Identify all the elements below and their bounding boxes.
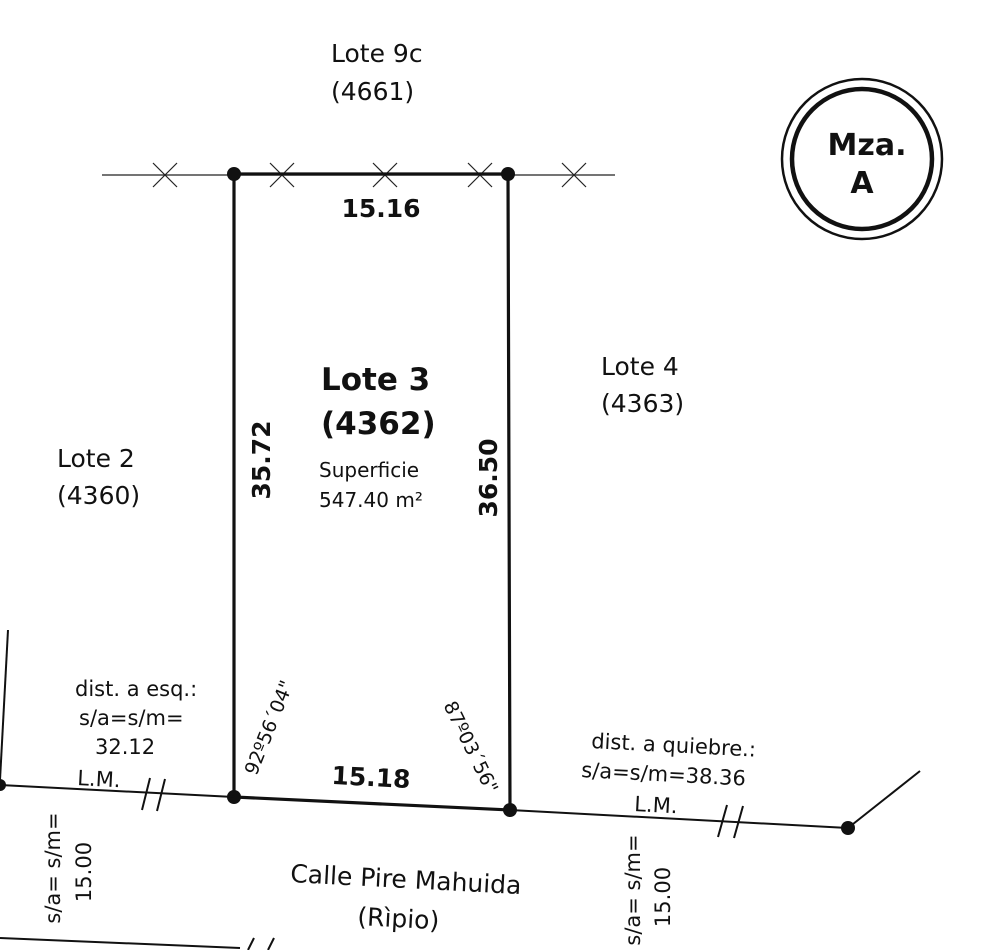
right-street-width-line2: 15.00 [651,867,675,927]
lot-2-code: (4360) [57,481,140,510]
lot-2-name: Lote 2 [57,444,135,473]
lot-3-code: (4362) [321,406,436,442]
lm-label-left: L.M. [77,766,121,792]
left-distance-line2: s/a=s/m= [79,706,184,730]
dimension-top: 15.16 [341,194,420,223]
vertex-top-right [501,167,515,181]
opposite-street-line [0,937,241,949]
left-corner-line [0,629,9,781]
vertex-corner-left [0,779,6,791]
block-label-line1: Mza. [828,128,907,163]
right-street-width-line1: s/a= s/m= [621,834,645,945]
left-distance-line1: dist. a esq.: [75,677,197,701]
area-label: Superficie [319,458,419,482]
area-value: 547.40 m² [319,488,423,512]
vertex-corner-right [841,821,855,835]
lot-3-name: Lote 3 [321,362,430,398]
lot-9c-code: (4661) [331,77,414,106]
lot-4-code: (4363) [601,389,684,418]
angle-right: 87º03´56" [439,698,502,797]
lot-4-name: Lote 4 [601,352,679,381]
lm-label-right: L.M. [634,792,678,818]
right-distance-line2: s/a=s/m=38.36 [581,758,747,791]
right-distance-line1: dist. a quiebre.: [591,729,757,762]
break-marks-bottom [247,937,275,950]
break-marks [141,777,744,839]
street-surface: (Rìpio) [357,902,440,935]
block-label-line2: A [850,166,874,201]
lot-9c-name: Lote 9c [331,39,423,68]
dimension-left: 35.72 [247,420,276,499]
dimension-right: 36.50 [474,438,503,517]
left-street-width-line1: s/a= s/m= [41,812,65,923]
street-name: Calle Pire Mahuida [290,859,522,900]
block-circle-inner [789,86,935,232]
left-street-width-line2: 15.00 [72,842,96,902]
vertex-top-left [227,167,241,181]
block-circle-outer [780,77,944,241]
dimension-bottom: 15.18 [331,761,411,794]
left-distance-line3: 32.12 [95,735,155,759]
angle-left: 92º56´04" [241,677,299,778]
corner-chamfer-line [847,770,921,829]
municipal-line-right [509,809,849,829]
municipal-line-left [0,784,235,798]
